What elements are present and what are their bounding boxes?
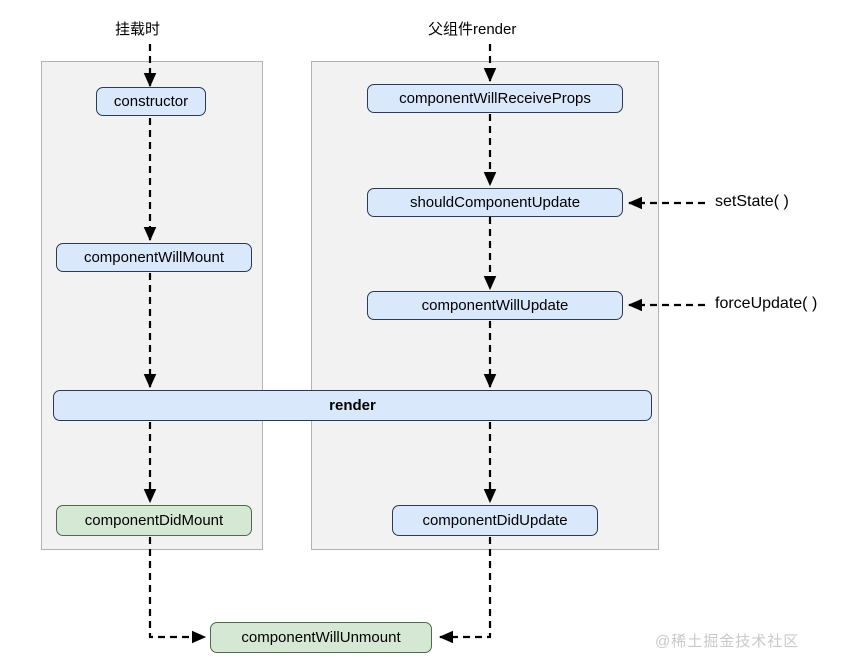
node-component-will-unmount[interactable]: componentWillUnmount (210, 622, 432, 653)
node-component-did-mount[interactable]: componentDidMount (56, 505, 252, 536)
node-constructor[interactable]: constructor (96, 87, 206, 116)
node-should-component-update[interactable]: shouldComponentUpdate (367, 188, 623, 217)
node-component-will-receive-props[interactable]: componentWillReceiveProps (367, 84, 623, 113)
caption-update-phase: 父组件render (428, 21, 517, 38)
caption-mount-phase: 挂载时 (115, 21, 161, 38)
mounting-panel (41, 61, 263, 550)
edge-didupdate-to-willunmount (438, 537, 492, 644)
label-force-update: forceUpdate( ) (715, 295, 818, 312)
node-render[interactable]: render (53, 390, 652, 421)
node-component-will-mount[interactable]: componentWillMount (56, 243, 252, 272)
edge-didmount-to-willunmount (148, 537, 207, 644)
label-set-state: setState( ) (715, 193, 789, 210)
node-component-did-update[interactable]: componentDidUpdate (392, 505, 598, 536)
watermark-text: @稀土掘金技术社区 (655, 633, 800, 650)
node-component-will-update[interactable]: componentWillUpdate (367, 291, 623, 320)
